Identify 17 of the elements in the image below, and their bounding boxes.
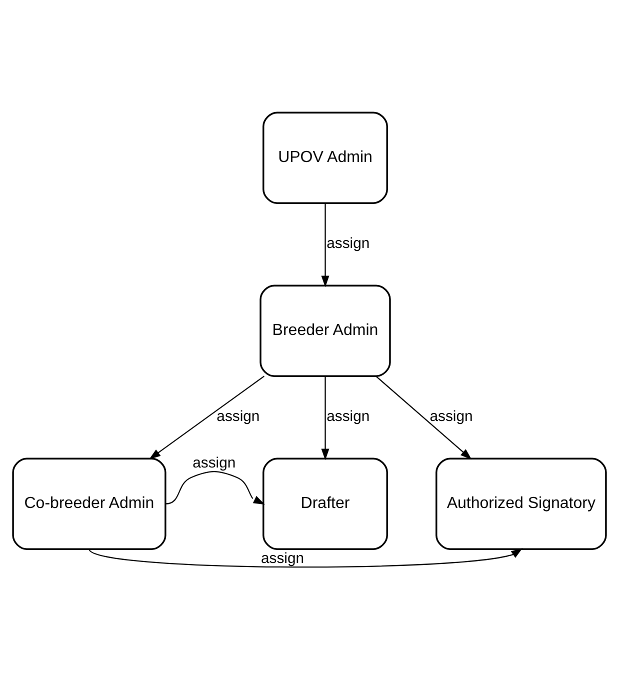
arrow xyxy=(88,548,523,568)
edge-label: assign xyxy=(430,408,473,425)
arrow xyxy=(376,375,472,460)
node-box: UPOV Admin xyxy=(262,111,388,204)
node-box: Co-breeder Admin xyxy=(12,457,166,550)
edge-label: assign xyxy=(216,408,260,425)
edge-label: assign xyxy=(326,408,370,425)
arrow xyxy=(321,202,330,287)
edge-label: assign xyxy=(261,550,304,566)
edge-label: assign xyxy=(326,236,370,252)
node-box: Authorized Signatory xyxy=(436,457,607,550)
arrow xyxy=(149,375,264,459)
node-box: Drafter xyxy=(262,457,388,550)
arrow xyxy=(321,376,330,460)
edge-label: assign xyxy=(192,455,236,472)
node-box: Breeder Admin xyxy=(260,284,391,376)
arrow xyxy=(165,470,265,504)
